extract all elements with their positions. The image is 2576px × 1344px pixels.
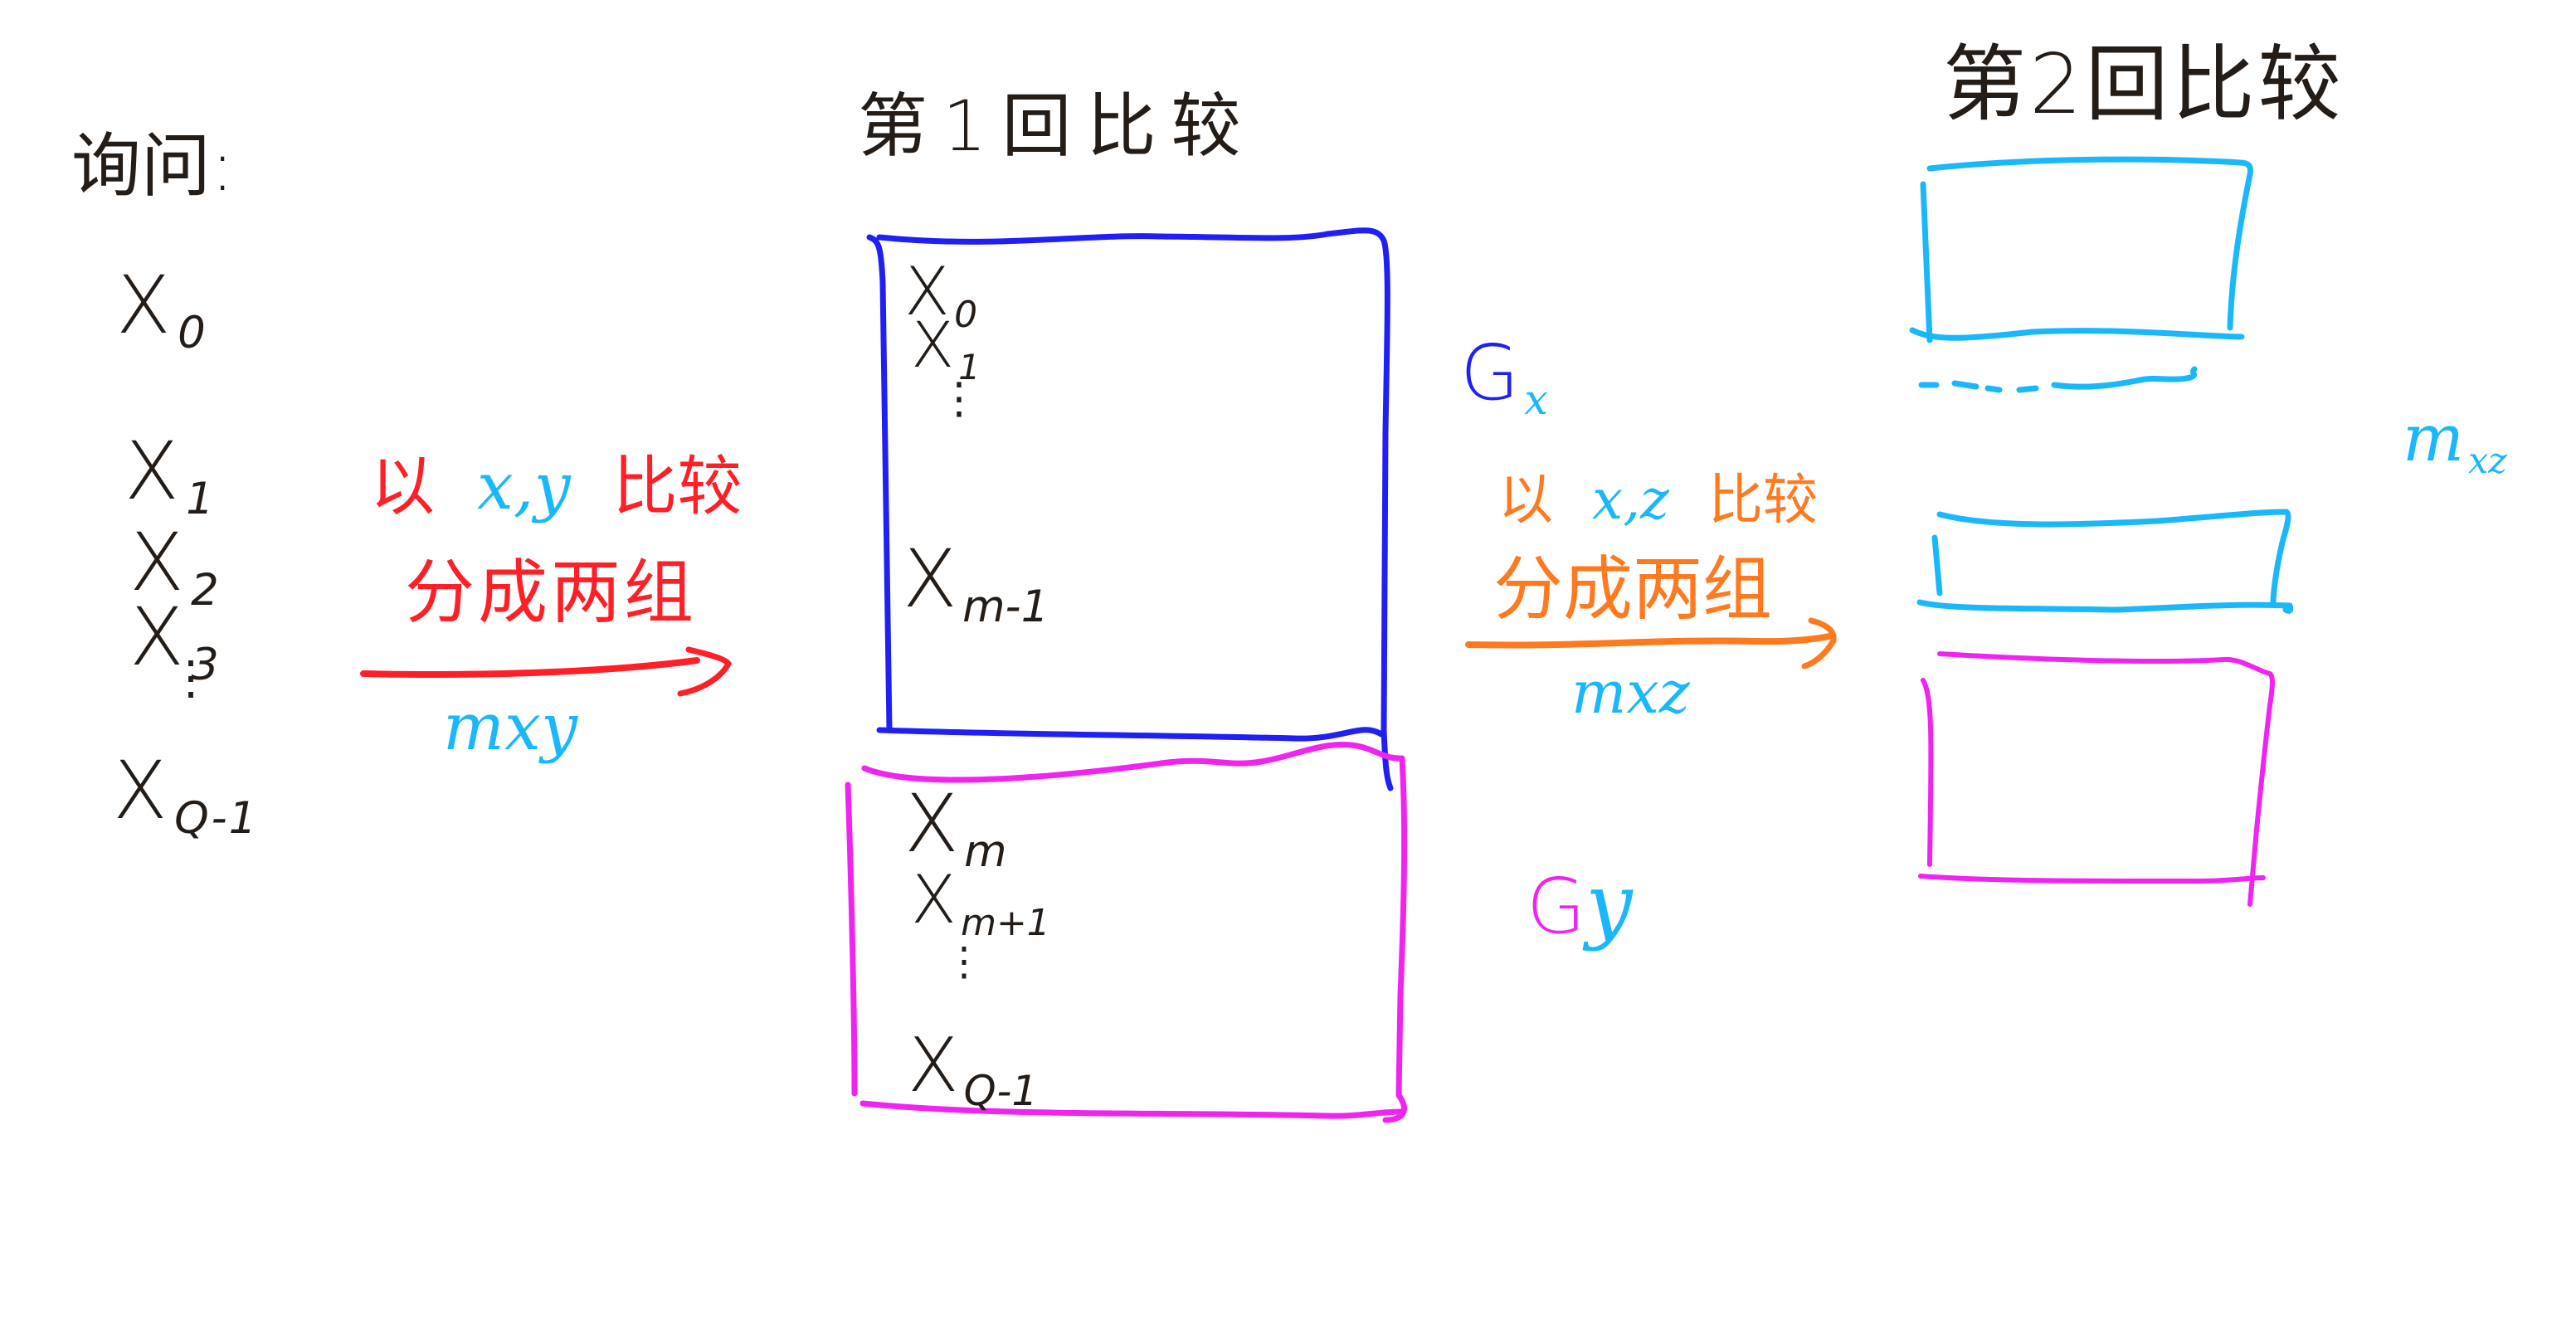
step1-prefix: 以 — [370, 450, 436, 524]
query-item-sub: 0 — [178, 308, 207, 359]
step1-criteria-line: 以 x,y 比较 — [370, 455, 742, 519]
round1-title: 第1回比较 — [858, 85, 1256, 167]
query-item-sub: 3 — [191, 640, 221, 691]
step2-split-value: mxz — [1571, 664, 1690, 722]
round1-gy-ellipsis: ⋮ — [944, 938, 984, 985]
gx-base: G — [1460, 329, 1520, 417]
item-sub: Q-1 — [963, 1067, 1038, 1116]
step1-split-value: mxy — [443, 695, 577, 760]
step2-arrow-head — [1801, 617, 1837, 670]
query-item-base: X — [113, 744, 169, 837]
round2-box-1 — [1909, 156, 2253, 343]
round1-gx-ellipsis: ⋮ — [937, 374, 981, 424]
group-label-gy: Gy — [1527, 863, 1633, 946]
query-ellipsis: ⋮ — [168, 651, 214, 705]
step1-suffix: 比较 — [612, 450, 743, 524]
step2-arrow-shaft — [1465, 633, 1833, 649]
split-value-base: m — [1571, 659, 1627, 727]
query-item-sub: Q-1 — [174, 793, 259, 845]
query-item-sub: 1 — [186, 474, 216, 525]
item-base: X — [908, 1022, 959, 1109]
step2-split-line: 分成两组 — [1493, 548, 1773, 630]
item-sub: m+1 — [961, 902, 1050, 945]
step2-criteria-line: 以 x,z 比较 — [1498, 473, 1818, 528]
round2-box-2 — [1916, 509, 2294, 614]
query-title: 询问: — [71, 125, 235, 207]
split-value-sub: xz — [1626, 659, 1690, 727]
step1-split-line: 分成两组 — [405, 552, 698, 633]
step2-prefix: 以 — [1498, 468, 1553, 532]
query-item-sub: 2 — [191, 565, 221, 616]
item-base: X — [911, 861, 957, 938]
step2-vars: x,z — [1591, 468, 1669, 532]
item-sub: m — [964, 826, 1007, 878]
query-item-base: X — [129, 591, 186, 684]
split-value-sub: xy — [504, 690, 578, 765]
gx-sub: x — [1524, 374, 1548, 424]
step1-arrow-shaft — [360, 657, 700, 679]
step1-vars: x,y — [476, 450, 571, 524]
divider-label-base: m — [2403, 402, 2464, 476]
split-value-base: m — [443, 690, 504, 765]
query-item-base: X — [116, 259, 173, 352]
gy-sub: y — [1585, 855, 1633, 952]
step1-arrow-head — [677, 646, 733, 697]
item-sub: 0 — [954, 294, 978, 337]
round2-box-3 — [1918, 651, 2275, 907]
step2-suffix: 比较 — [1707, 468, 1818, 532]
item-sub: m-1 — [962, 582, 1049, 633]
item-base: X — [903, 533, 957, 626]
round2-title: 第2回比较 — [1943, 36, 2345, 133]
item-base: X — [904, 777, 959, 870]
query-item-base: X — [124, 425, 181, 518]
item-sub: 1 — [958, 346, 981, 387]
query-item-base: X — [129, 516, 186, 609]
divider-label-sub: xz — [2468, 441, 2507, 482]
item-base: X — [904, 253, 950, 330]
round2-divider-dashed — [1918, 366, 2198, 393]
item-base: X — [911, 308, 955, 382]
gy-base: G — [1527, 862, 1586, 951]
